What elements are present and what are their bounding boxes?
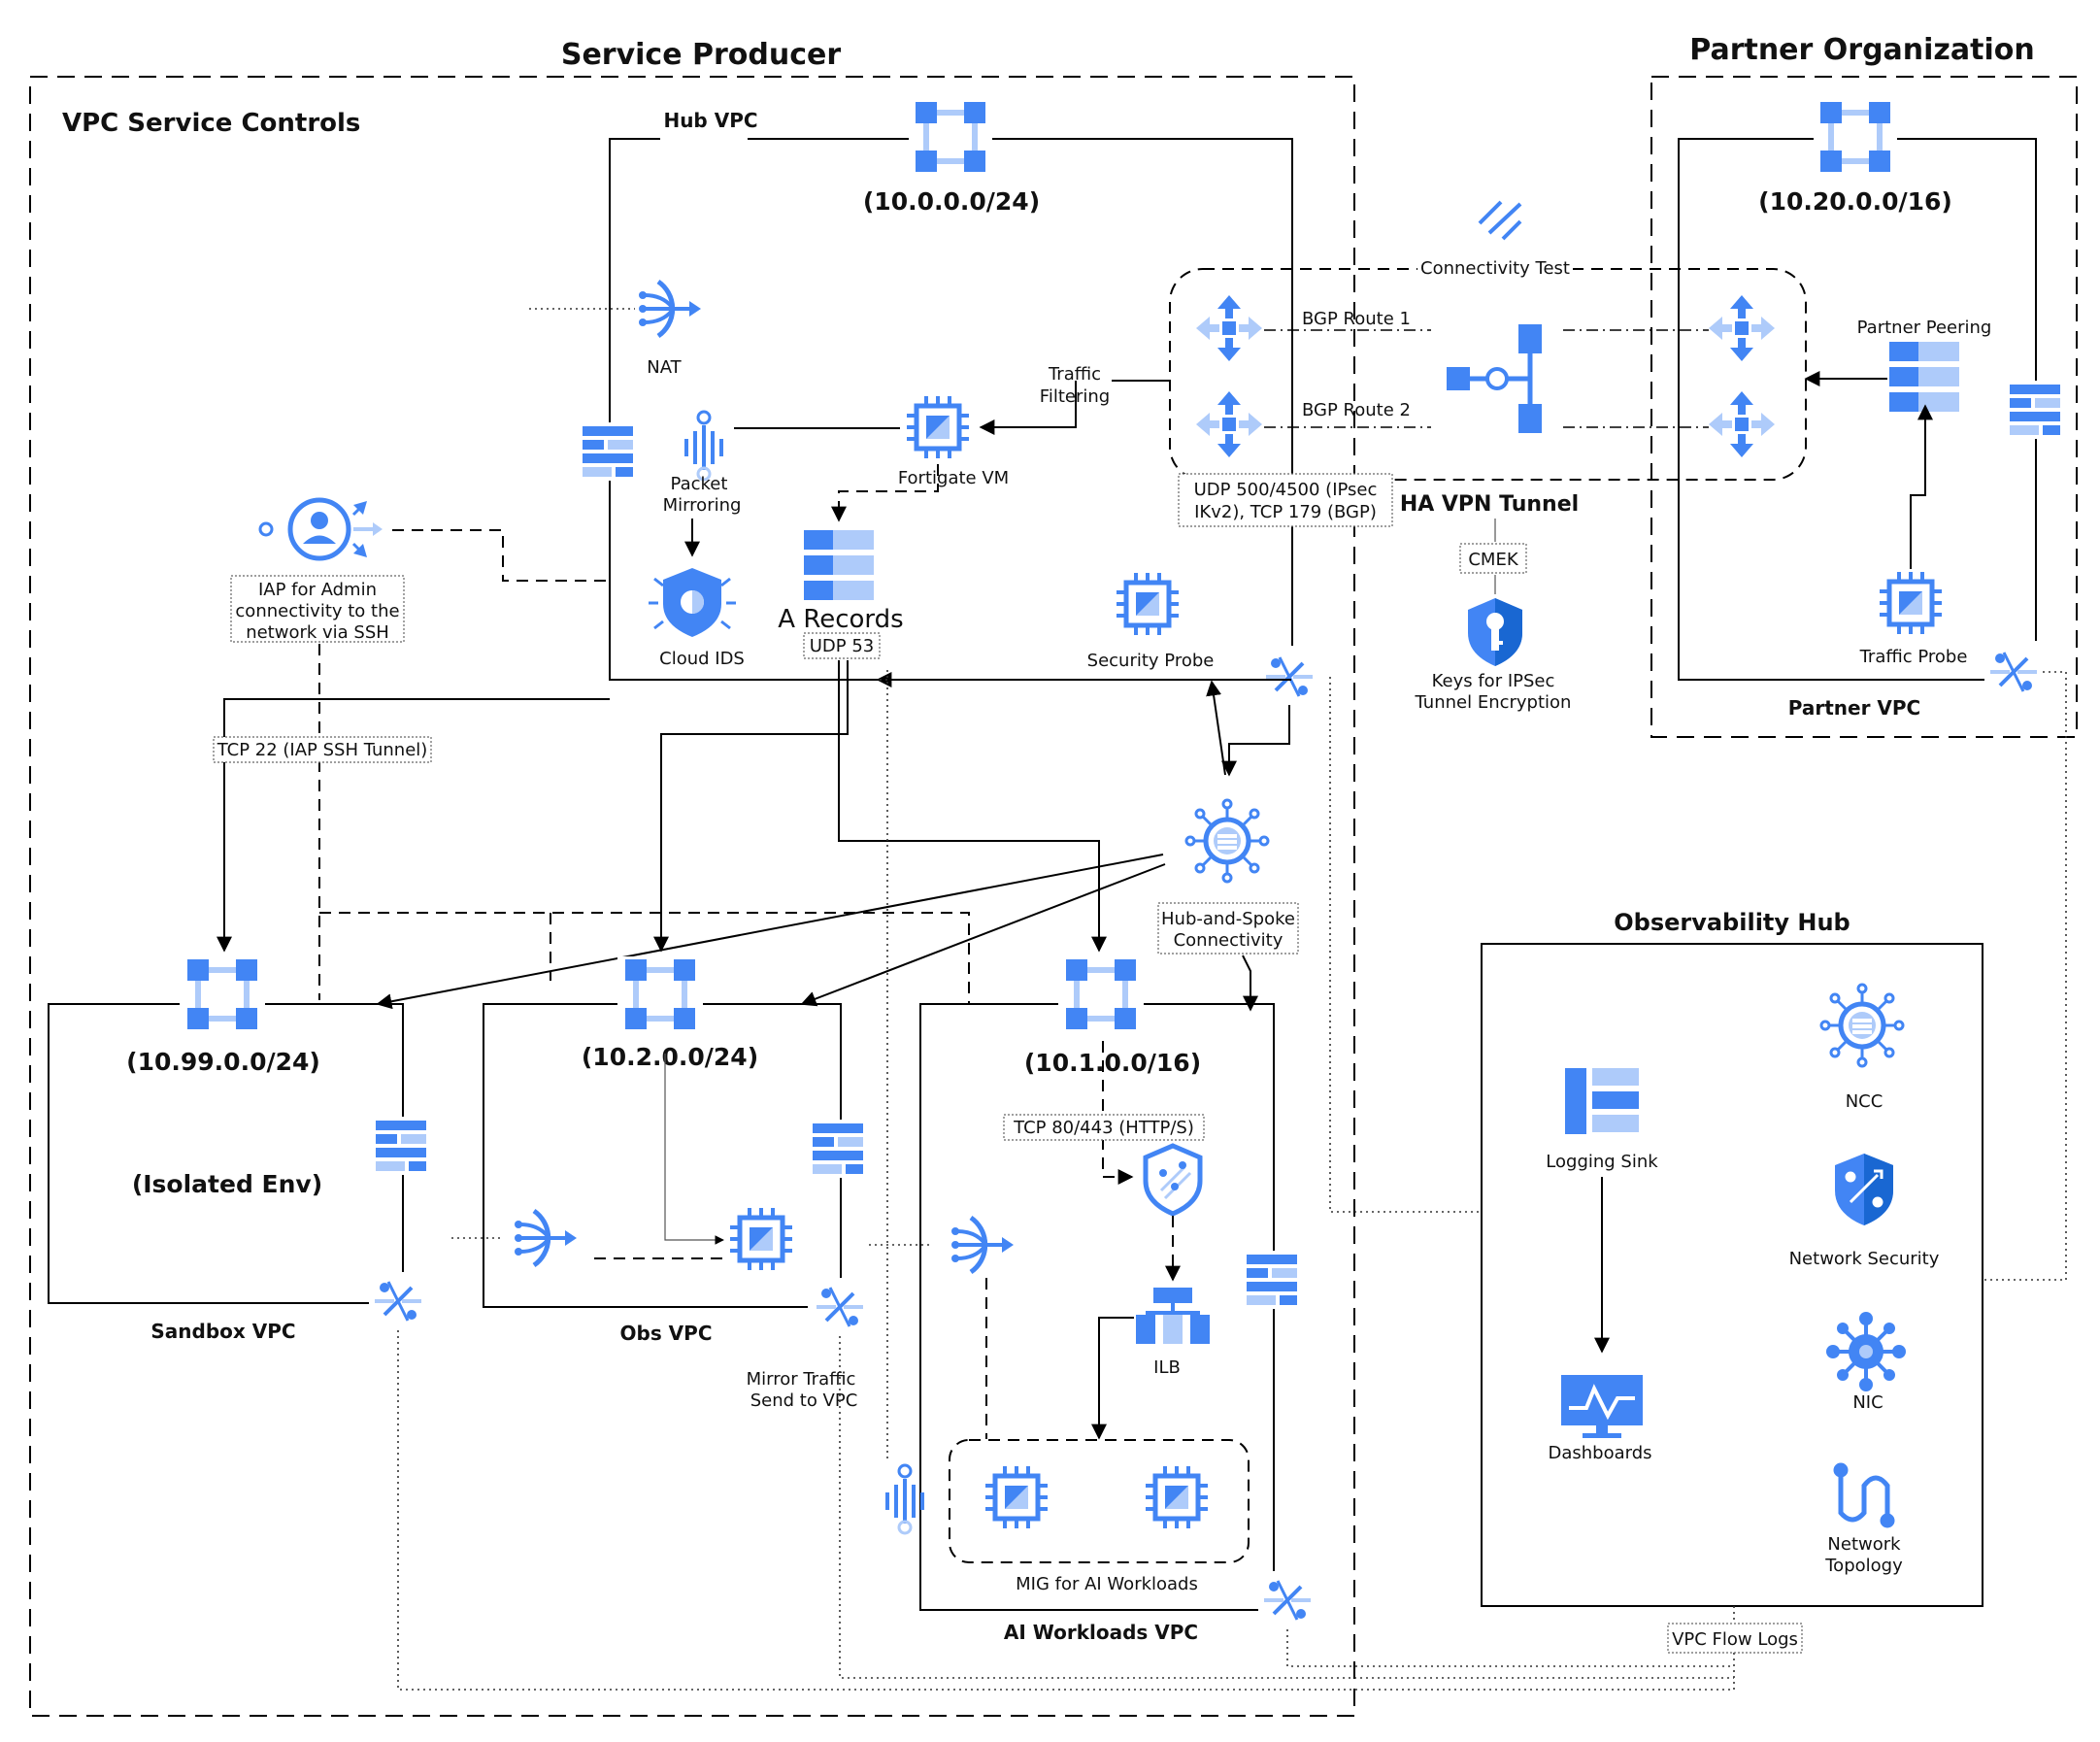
hub-vpc-name: Hub VPC (663, 109, 757, 132)
service-producer-boundary (29, 76, 1355, 1717)
security-probe-icon (1117, 573, 1179, 635)
iap-label-1: IAP for Admin (258, 580, 377, 600)
udp53-label: UDP 53 (810, 636, 875, 656)
a-records-label: A Records (778, 605, 903, 634)
partner-vpc-box (1678, 138, 2037, 681)
security-probe-label: Security Probe (1087, 651, 1215, 671)
ai-vpc-name: AI Workloads VPC (1004, 1621, 1198, 1644)
hub-vpn-router-2-icon (1196, 391, 1262, 457)
nic-label: NIC (1852, 1392, 1883, 1413)
nat-label: NAT (647, 357, 682, 378)
tcp80-label: TCP 80/443 (HTTP/S) (1013, 1118, 1194, 1138)
cmek-label: CMEK (1468, 550, 1518, 570)
packet-mirroring-label-2: Mirroring (663, 495, 742, 516)
sandbox-vpc-name: Sandbox VPC (150, 1320, 295, 1343)
keys-label-2: Tunnel Encryption (1415, 692, 1572, 713)
udp-ipsec-label-2: IKv2), TCP 179 (BGP) (1194, 502, 1377, 522)
bgp-route-1-label: BGP Route 1 (1302, 309, 1411, 329)
vpc-service-controls-title: VPC Service Controls (62, 109, 360, 138)
mirror-traffic-label-2: Send to VPC (750, 1390, 858, 1411)
cloud-armor-icon (1143, 1143, 1203, 1217)
tcp22-label: TCP 22 (IAP SSH Tunnel) (217, 740, 428, 760)
obs-vpc-cidr: (10.2.0.0/24) (582, 1043, 758, 1071)
traffic-filtering-label-2: Filtering (1040, 386, 1110, 407)
fortigate-vm-label: Fortigate VM (898, 468, 1009, 488)
ai-vpc-cidr: (10.1.0.0/16) (1024, 1049, 1201, 1077)
traffic-filtering-label-1: Traffic (1048, 364, 1101, 385)
network-topology-icon (1833, 1462, 1895, 1528)
ha-vpn-title: HA VPN Tunnel (1400, 492, 1579, 517)
udp-ipsec-label-1: UDP 500/4500 (IPsec (1194, 480, 1378, 500)
hub-vpn-router-1-icon (1196, 295, 1262, 361)
observability-hub-title: Observability Hub (1614, 909, 1850, 936)
partner-vpn-router-1-icon (1709, 295, 1775, 361)
connectivity-test-label: Connectivity Test (1420, 258, 1570, 279)
ilb-label: ILB (1153, 1357, 1181, 1378)
hub-spoke-label-2: Connectivity (1174, 930, 1283, 951)
ncc-hub-icon (1186, 800, 1268, 882)
partner-peering-icon (1889, 342, 1959, 412)
partner-vpn-router-2-icon (1709, 391, 1775, 457)
vpc-flow-logs-label: VPC Flow Logs (1672, 1629, 1798, 1650)
a-records-icon (804, 530, 874, 600)
service-producer-title: Service Producer (561, 38, 842, 72)
iap-label-2: connectivity to the (235, 601, 399, 621)
sandbox-vpc-cidr: (10.99.0.0/24) (126, 1048, 320, 1076)
partner-organization-title: Partner Organization (1689, 33, 2034, 67)
connectivity-test-icon (1478, 200, 1522, 241)
cloud-ids-label: Cloud IDS (659, 649, 745, 669)
partner-peering-label: Partner Peering (1857, 318, 1992, 338)
ai-packet-mirroring-icon (885, 1463, 924, 1535)
mig-vm-1-icon (985, 1466, 1048, 1528)
nat-icon (639, 282, 701, 336)
mirror-traffic-label-1: Mirror Traffic (747, 1369, 856, 1390)
hub-vpc-cidr: (10.0.0.0/24) (863, 187, 1040, 216)
network-security-icon (1835, 1154, 1893, 1225)
fortigate-vm-icon (907, 396, 969, 458)
cloud-ids-icon (649, 568, 736, 637)
partner-vpc-name: Partner VPC (1788, 696, 1920, 720)
keys-label-1: Keys for IPSec (1432, 671, 1555, 691)
nic-icon (1826, 1312, 1906, 1391)
ai-nat-icon (951, 1218, 1014, 1272)
iap-admin-icon (287, 497, 383, 561)
mig-label: MIG for AI Workloads (1016, 1574, 1198, 1594)
network-topology-label-1: Network (1827, 1534, 1901, 1555)
bgp-route-2-label: BGP Route 2 (1302, 400, 1411, 420)
sandbox-isolated-note: (Isolated Env) (132, 1170, 322, 1198)
logging-sink-label: Logging Sink (1546, 1152, 1658, 1172)
dashboards-icon (1561, 1375, 1643, 1438)
traffic-probe-label: Traffic Probe (1859, 647, 1968, 667)
network-security-label: Network Security (1789, 1249, 1940, 1269)
ncc-label: NCC (1846, 1091, 1883, 1112)
mig-vm-2-icon (1146, 1466, 1208, 1528)
mig-group-box (949, 1439, 1250, 1563)
network-topology-label-2: Topology (1824, 1556, 1903, 1576)
ncc-icon (1821, 985, 1903, 1066)
vpn-gateway-icon (1447, 324, 1542, 433)
ilb-icon (1136, 1288, 1210, 1344)
packet-mirroring-icon (684, 410, 723, 482)
obs-collector-vm-icon (730, 1208, 792, 1270)
partner-vpc-cidr: (10.20.0.0/16) (1758, 187, 1952, 216)
obs-nat-icon (515, 1211, 577, 1265)
observability-hub-box (1481, 943, 1983, 1607)
hub-spoke-label-1: Hub-and-Spoke (1161, 909, 1295, 929)
iap-label-3: network via SSH (246, 622, 389, 643)
ai-vpc-box (919, 1003, 1275, 1611)
traffic-probe-icon (1880, 572, 1942, 634)
key-icon (1468, 598, 1522, 666)
logging-sink-icon (1565, 1068, 1639, 1134)
obs-vpc-name: Obs VPC (620, 1322, 713, 1345)
packet-mirroring-label-1: Packet (671, 474, 728, 494)
dashboards-label: Dashboards (1548, 1443, 1651, 1463)
